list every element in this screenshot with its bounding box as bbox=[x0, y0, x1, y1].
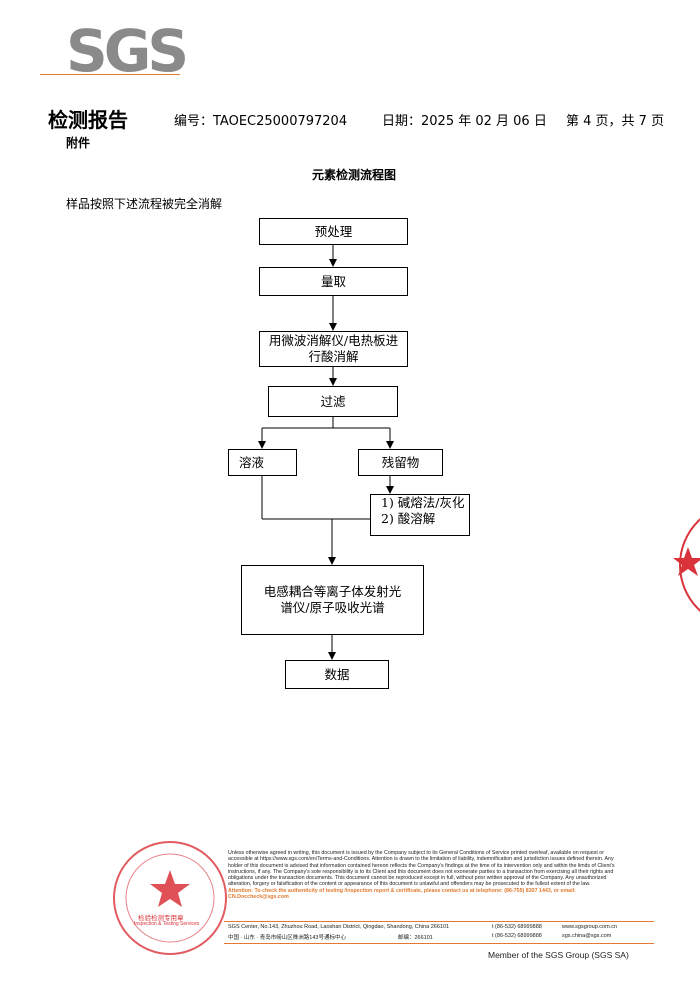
step-solution-label: 溶液 bbox=[239, 454, 265, 470]
residue-method-1: 1) 碱熔法/灰化 bbox=[381, 495, 465, 510]
step-analysis-line2: 谱仪/原子吸收光谱 bbox=[280, 600, 385, 615]
step-residue-label: 残留物 bbox=[381, 454, 420, 470]
stamp-subtext: Inspection & Testing Services bbox=[134, 921, 200, 927]
sgs-logo: SGS bbox=[66, 17, 189, 85]
step-measure: 量取 bbox=[259, 267, 408, 296]
step-analysis: 电感耦合等离子体发射光 谱仪/原子吸收光谱 bbox=[241, 565, 424, 635]
attention-text: Attention: To check the authenticity of … bbox=[228, 887, 576, 901]
member-text: Member of the SGS Group (SGS SA) bbox=[488, 950, 629, 960]
flowchart-intro: 样品按照下述流程被完全消解 bbox=[66, 197, 223, 211]
postcode-cn: 邮编：266101 bbox=[398, 935, 433, 941]
step-pretreatment: 预处理 bbox=[259, 218, 408, 245]
footer-disclaimer: Unless otherwise agreed in writing, this… bbox=[228, 850, 623, 900]
step-measure-label: 量取 bbox=[320, 273, 346, 289]
step-digestion-line2: 行酸消解 bbox=[308, 349, 359, 364]
residue-method-2: 2) 酸溶解 bbox=[381, 511, 436, 526]
step-filter-label: 过滤 bbox=[320, 393, 346, 409]
address-en: SGS Center, No.143, Zhuzhou Road, Laosha… bbox=[228, 924, 450, 930]
document-title: 检测报告 bbox=[48, 108, 128, 132]
step-analysis-line1: 电感耦合等离子体发射光 bbox=[263, 584, 402, 599]
step-data-label: 数据 bbox=[324, 666, 350, 682]
step-pretreatment-label: 预处理 bbox=[314, 223, 353, 239]
tel-2: t (86-532) 68999888 bbox=[492, 933, 542, 939]
report-date: 日期：2025 年 02 月 06 日 bbox=[382, 114, 547, 129]
flowchart-title: 元素检测流程图 bbox=[312, 168, 397, 182]
footer-divider-2 bbox=[224, 943, 654, 944]
tel-1: t (86-532) 68999888 bbox=[492, 924, 542, 930]
step-solution: 溶液 bbox=[228, 449, 297, 476]
footer-divider bbox=[224, 921, 654, 922]
report-number: 编号：TAOEC25000797204 bbox=[174, 114, 348, 129]
appendix-label: 附件 bbox=[66, 136, 91, 150]
inspection-stamp-icon bbox=[113, 841, 227, 955]
step-digestion-line1: 用微波消解仪/电热板进 bbox=[268, 333, 399, 348]
step-filter: 过滤 bbox=[268, 386, 398, 417]
web-link[interactable]: www.sgsgroup.com.cn bbox=[562, 924, 618, 930]
address-cn: 中国 · 山东 · 青岛市崂山区株洲路143号通标中心 bbox=[228, 935, 346, 941]
step-digestion: 用微波消解仪/电热板进 行酸消解 bbox=[259, 331, 408, 367]
stamp-text: 检验检测专用章 bbox=[138, 914, 184, 922]
edge-stamp bbox=[673, 518, 700, 612]
step-residue-treatment: 1) 碱熔法/灰化 2) 酸溶解 bbox=[370, 494, 470, 536]
logo-underline bbox=[40, 74, 180, 75]
disclaimer-text: Unless otherwise agreed in writing, this… bbox=[228, 850, 615, 888]
page-number: 第 4 页，共 7 页 bbox=[566, 114, 665, 129]
step-data: 数据 bbox=[285, 660, 389, 689]
email-link[interactable]: sgs.china@sgs.com bbox=[562, 933, 612, 939]
step-residue: 残留物 bbox=[358, 449, 443, 476]
